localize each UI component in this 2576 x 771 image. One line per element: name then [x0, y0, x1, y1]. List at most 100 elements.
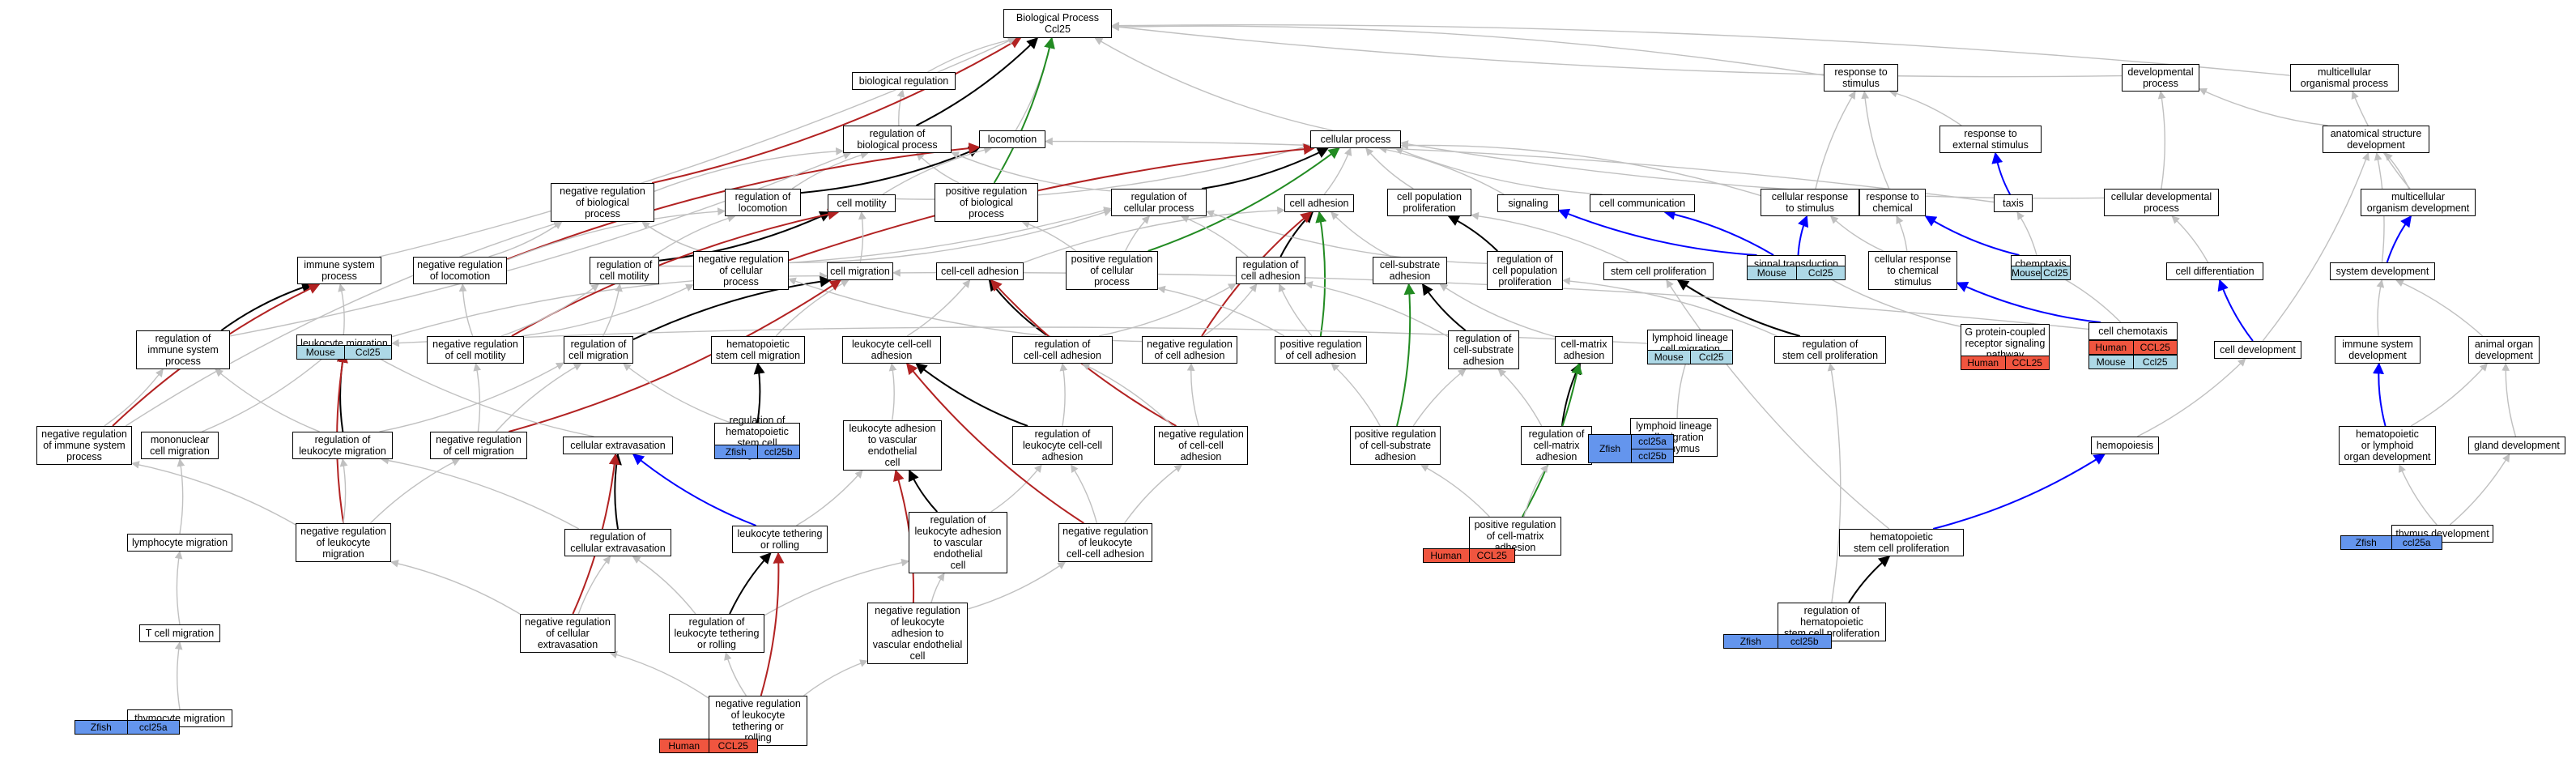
edge-posregcellproc-to-cellproc [1147, 147, 1340, 252]
edge-respext-to-respstim [1888, 89, 1962, 126]
go-term-celldev[interactable]: cell development [2214, 341, 2301, 359]
go-term-locomotion[interactable]: locomotion [979, 130, 1045, 148]
go-term-regcellmatadh[interactable]: regulation of cell-matrix adhesion [1521, 426, 1592, 465]
go-term-regcellcelladh[interactable]: regulation of cell-cell adhesion [1012, 336, 1113, 364]
go-term-negregleukcelladh[interactable]: negative regulation of leukocyte cell-ce… [1058, 523, 1152, 562]
go-term-negregcelladh[interactable]: negative regulation of cell adhesion [1142, 336, 1237, 364]
go-term-cellmot[interactable]: cell motility [828, 194, 896, 212]
go-term-cellmig[interactable]: cell migration [827, 262, 893, 280]
go-term-regcellmot[interactable]: regulation of cell motility [590, 257, 659, 284]
edge-regleukmig-to-regcellmig [379, 362, 564, 432]
go-term-regcellextrav[interactable]: regulation of cellular extravasation [564, 529, 671, 556]
go-term-cellchemotaxis[interactable]: cell chemotaxis [2088, 322, 2178, 340]
go-term-anatdev[interactable]: anatomical structure development [2323, 126, 2429, 153]
go-term-regcellmig[interactable]: regulation of cell migration [564, 336, 633, 364]
go-term-negregcellmig[interactable]: negative regulation of cell migration [430, 432, 527, 459]
edge-cellrespstim-to-cellproc [1400, 141, 1761, 197]
go-term-negregcellextrav[interactable]: negative regulation of cellular extravas… [520, 614, 615, 653]
go-term-cellcomm[interactable]: cell communication [1590, 194, 1695, 212]
go-term-negregleukmig[interactable]: negative regulation of leukocyte migrati… [296, 523, 391, 562]
go-term-animorgdev[interactable]: animal organ development [2468, 336, 2540, 364]
go-term-leukcelladh[interactable]: leukocyte cell-cell adhesion [842, 336, 941, 364]
go-term-signaling[interactable]: signaling [1497, 194, 1559, 212]
go-term-cellrespchem[interactable]: cellular response to chemical stimulus [1868, 251, 1957, 290]
edge-lymphomig-to-mononucmig [177, 458, 185, 535]
go-term-negregloco[interactable]: negative regulation of locomotion [413, 257, 507, 284]
edge-sigtrans-to-signaling [1557, 208, 1757, 256]
edge-regcellproc-to-regbp [951, 151, 1112, 192]
go-term-regcelladh[interactable]: regulation of cell adhesion [1236, 257, 1305, 284]
go-term-bp[interactable]: Biological Process Ccl25 [1003, 9, 1112, 38]
edge-regleuktether-to-regcellextrav [632, 556, 696, 615]
go-term-hemlymphdev[interactable]: hematopoietic or lymphoid organ developm… [2339, 426, 2436, 465]
edge-negregcellmot-to-regcellmot [500, 283, 599, 337]
go-term-cellsubadh[interactable]: cell-substrate adhesion [1373, 257, 1447, 284]
go-term-glanddev[interactable]: gland development [2468, 437, 2565, 454]
go-term-cellproc[interactable]: cellular process [1310, 130, 1401, 148]
edge-regleuktether-to-leuktether [729, 552, 772, 615]
edge-negregcellproc-to-negregbp [641, 221, 702, 252]
go-term-regbp[interactable]: regulation of biological process [843, 126, 952, 153]
go-term-negregleuktether[interactable]: negative regulation of leukocyte tetheri… [709, 696, 807, 746]
go-term-multorgdev[interactable]: multicellular organism development [2361, 189, 2476, 216]
go-term-cellextrav[interactable]: cellular extravasation [563, 437, 673, 454]
go-term-stemprolif[interactable]: stem cell proliferation [1603, 262, 1714, 280]
go-term-leukadhvasc[interactable]: leukocyte adhesion to vascular endotheli… [843, 420, 942, 471]
go-term-lymphomig[interactable]: lymphocyte migration [127, 534, 232, 552]
go-term-regleukmig[interactable]: regulation of leukocyte migration [292, 432, 393, 459]
go-term-negregcellmot[interactable]: negative regulation of cell motility [427, 336, 524, 364]
go-term-regleuktether[interactable]: regulation of leukocyte tethering or rol… [669, 614, 764, 653]
go-term-bioreg[interactable]: biological regulation [852, 72, 956, 90]
go-term-posregcellproc[interactable]: positive regulation of cellular process [1066, 251, 1158, 290]
go-term-hscprolif[interactable]: hematopoietic stem cell proliferation [1839, 529, 1964, 556]
go-term-negregleukadhvasc[interactable]: negative regulation of leukocyte adhesio… [867, 603, 968, 664]
go-term-regimmsys[interactable]: regulation of immune system process [136, 330, 230, 369]
edge-reghscmig-to-hscmig [753, 362, 765, 424]
go-term-multorg[interactable]: multicellular organismal process [2290, 64, 2399, 92]
go-term-regcellpopprolif[interactable]: regulation of cell population proliferat… [1487, 251, 1563, 290]
edge-negregleukmig-to-negregcellmig [369, 458, 461, 524]
edge-hscprolif-to-stemprolif [1666, 279, 1890, 530]
go-term-mononucmig[interactable]: mononuclear cell migration [141, 432, 219, 459]
go-term-respchem[interactable]: response to chemical [1859, 189, 1926, 216]
edge-negregcellmot-to-negregloco [458, 283, 474, 337]
go-term-cellrespstim[interactable]: cellular response to stimulus [1761, 189, 1859, 216]
go-term-taxis[interactable]: taxis [1994, 194, 2033, 212]
go-term-regcellproc[interactable]: regulation of cellular process [1111, 189, 1207, 216]
go-term-posregcelladh[interactable]: positive regulation of cell adhesion [1275, 336, 1367, 364]
go-term-celldevproc[interactable]: cellular developmental process [2104, 189, 2219, 216]
go-term-devproc[interactable]: developmental process [2122, 64, 2199, 92]
go-term-posregcellsubadh[interactable]: positive regulation of cell-substrate ad… [1350, 426, 1441, 465]
species-label: Zfish [714, 445, 758, 459]
go-term-regleukadhvasc[interactable]: regulation of leukocyte adhesion to vasc… [909, 512, 1007, 573]
go-term-negregcellproc[interactable]: negative regulation of cellular process [693, 251, 789, 290]
edge-negregbp-to-bp [651, 37, 1022, 184]
go-term-tcellmig[interactable]: T cell migration [139, 624, 220, 642]
edge-immsysdev-to-sysdev [2376, 279, 2385, 337]
go-term-leuktether[interactable]: leukocyte tethering or rolling [732, 526, 828, 553]
go-term-respstim[interactable]: response to stimulus [1824, 64, 1898, 92]
go-term-immsysdev[interactable]: immune system development [2335, 336, 2421, 364]
go-term-cellpopprolif[interactable]: cell population proliferation [1387, 189, 1471, 216]
go-term-celldiff[interactable]: cell differentiation [2166, 262, 2263, 280]
species-label: Zfish [1588, 434, 1632, 463]
go-term-respext[interactable]: response to external stimulus [1939, 126, 2042, 153]
go-term-negregbp[interactable]: negative regulation of biological proces… [551, 183, 654, 222]
go-term-negregimmsys[interactable]: negative regulation of immune system pro… [36, 426, 132, 465]
go-term-regstemprolif[interactable]: regulation of stem cell proliferation [1774, 336, 1886, 364]
go-term-regloco[interactable]: regulation of locomotion [725, 189, 801, 216]
go-term-hemopoiesis[interactable]: hemopoiesis [2091, 437, 2159, 454]
go-term-hscmig[interactable]: hematopoietic stem cell migration [711, 336, 805, 364]
go-term-thymusdev[interactable]: thymus development [2391, 525, 2493, 543]
go-term-regleukcelladh[interactable]: regulation of leukocyte cell-cell adhesi… [1012, 426, 1113, 465]
go-term-regcellsubadh[interactable]: regulation of cell-substrate adhesion [1448, 330, 1519, 369]
go-term-immsys[interactable]: immune system process [297, 257, 381, 284]
go-term-cellmatadh[interactable]: cell-matrix adhesion [1555, 336, 1613, 364]
go-term-posregbp[interactable]: positive regulation of biological proces… [935, 183, 1038, 222]
go-term-cellcelladh[interactable]: cell-cell adhesion [936, 262, 1024, 280]
go-term-sysdev[interactable]: system development [2330, 262, 2435, 280]
edge-negregleukcelladh-to-leukcelladh [906, 362, 1084, 524]
go-term-negregcellcelladh[interactable]: negative regulation of cell-cell adhesio… [1154, 426, 1248, 465]
go-term-celladh[interactable]: cell adhesion [1284, 194, 1354, 212]
